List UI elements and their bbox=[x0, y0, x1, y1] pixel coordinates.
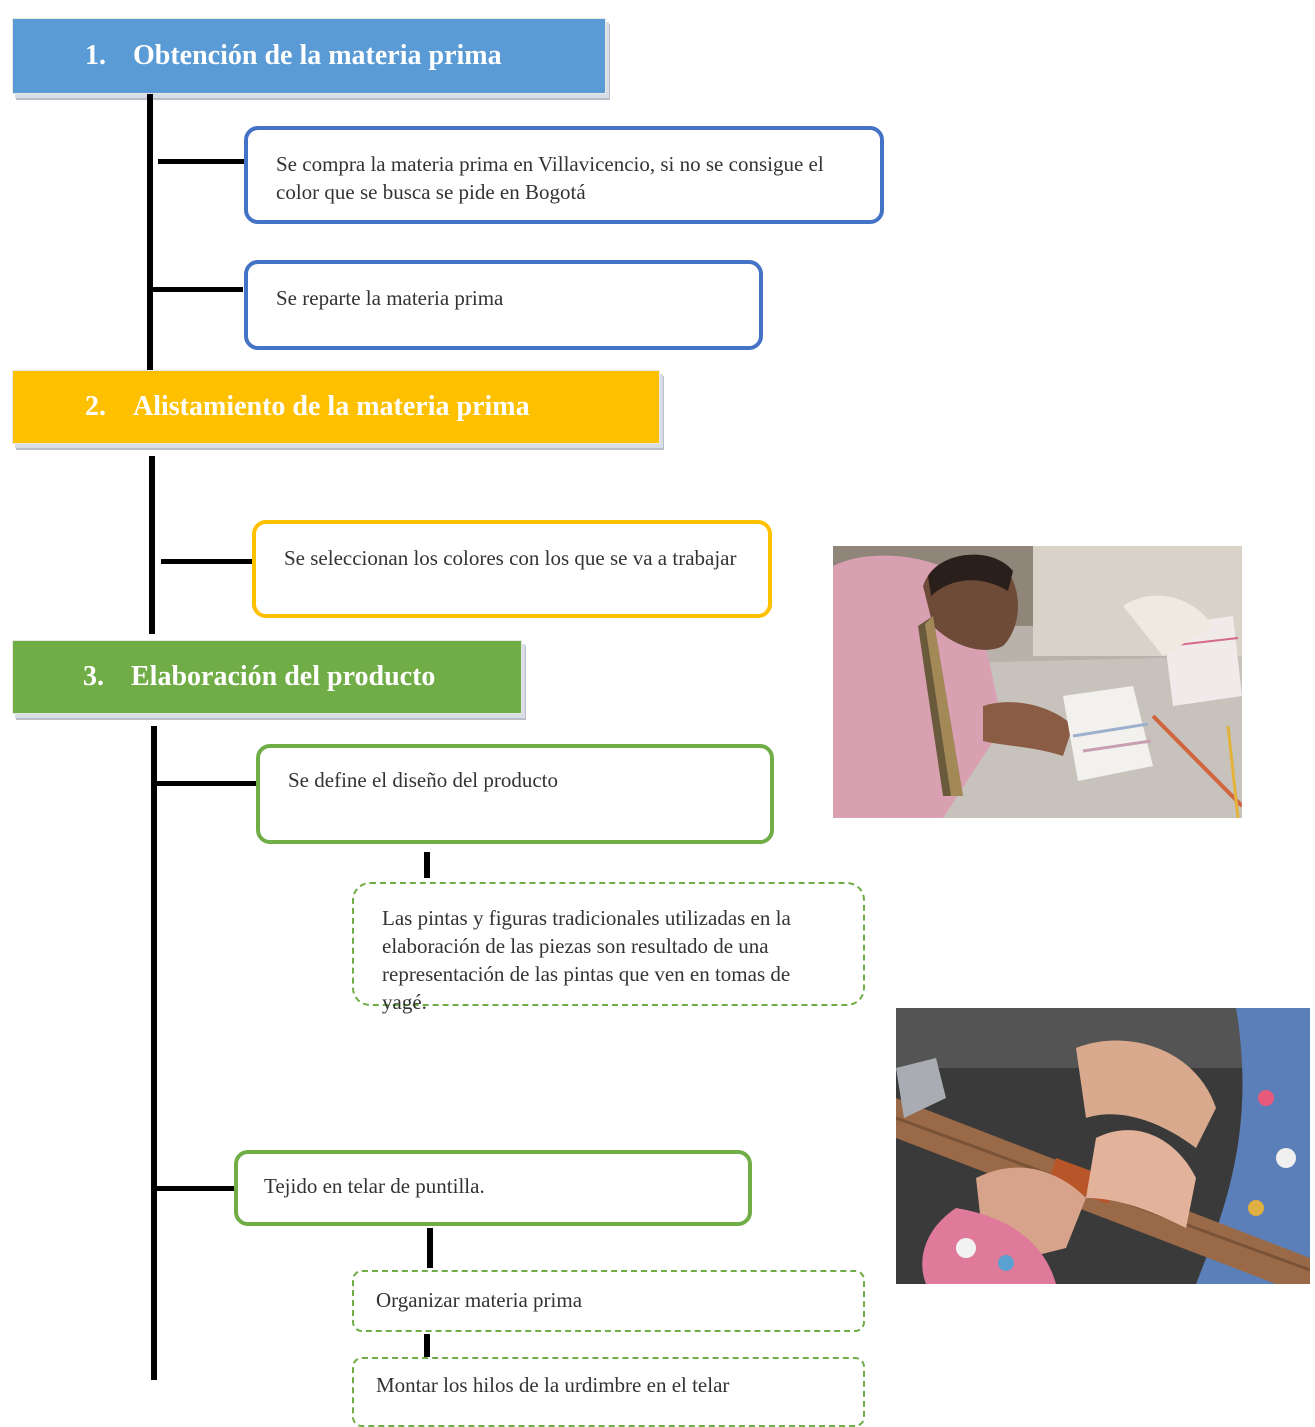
branch-3b bbox=[157, 1186, 235, 1191]
item-text: Se compra la materia prima en Villavicen… bbox=[276, 152, 824, 204]
step-3-item-design: Se define el diseño del producto bbox=[256, 744, 774, 844]
step-3-design-note: Las pintas y figuras tradicionales utili… bbox=[352, 882, 865, 1014]
substep-text: Organizar materia prima bbox=[376, 1288, 583, 1312]
step-1-item-buy: Se compra la materia prima en Villavicen… bbox=[244, 126, 884, 224]
weaving-connector bbox=[427, 1228, 433, 1268]
loom-weaving-image bbox=[896, 1008, 1310, 1284]
step-3-item-weaving: Tejido en telar de puntilla. bbox=[234, 1150, 752, 1226]
branch-1a bbox=[158, 159, 246, 164]
step-1-header: 1. Obtención de la materia prima bbox=[12, 18, 606, 94]
substep-connector bbox=[424, 1334, 430, 1358]
step-1-item-distribute: Se reparte la materia prima bbox=[244, 260, 763, 350]
step-2-item-colors: Se seleccionan los colores con los que s… bbox=[252, 520, 772, 618]
step-1-title: Obtención de la materia prima bbox=[133, 40, 502, 71]
photo-artisan-drawing bbox=[833, 546, 1242, 818]
step-3-connector bbox=[151, 726, 157, 1380]
weaving-substep-organize: Organizar materia prima bbox=[352, 1270, 865, 1332]
branch-1b bbox=[153, 287, 243, 292]
item-text: Se seleccionan los colores con los que s… bbox=[284, 546, 737, 570]
weaving-substep-warp: Montar los hilos de la urdimbre en el te… bbox=[352, 1357, 865, 1427]
branch-3a bbox=[157, 781, 257, 786]
step-2-header: 2. Alistamiento de la materia prima bbox=[12, 370, 660, 444]
note-text: Las pintas y figuras tradicionales utili… bbox=[382, 906, 791, 1014]
step-3-title: Elaboración del producto bbox=[131, 661, 436, 692]
branch-2a bbox=[161, 559, 253, 564]
item-text: Se define el diseño del producto bbox=[288, 768, 559, 792]
step-3-header: 3. Elaboración del producto bbox=[12, 640, 522, 714]
step-2-number: 2. bbox=[85, 391, 106, 422]
substep-text: Montar los hilos de la urdimbre en el te… bbox=[376, 1373, 730, 1397]
step-1-connector bbox=[147, 94, 153, 370]
step-2-title: Alistamiento de la materia prima bbox=[133, 391, 530, 422]
artisan-drawing-image bbox=[833, 546, 1242, 818]
photo-loom-weaving bbox=[896, 1008, 1310, 1284]
step-2-connector bbox=[149, 456, 155, 634]
item-text: Se reparte la materia prima bbox=[276, 286, 504, 310]
design-connector bbox=[424, 852, 430, 878]
item-text: Tejido en telar de puntilla. bbox=[264, 1174, 485, 1198]
step-1-number: 1. bbox=[85, 40, 106, 71]
step-3-number: 3. bbox=[83, 661, 104, 692]
